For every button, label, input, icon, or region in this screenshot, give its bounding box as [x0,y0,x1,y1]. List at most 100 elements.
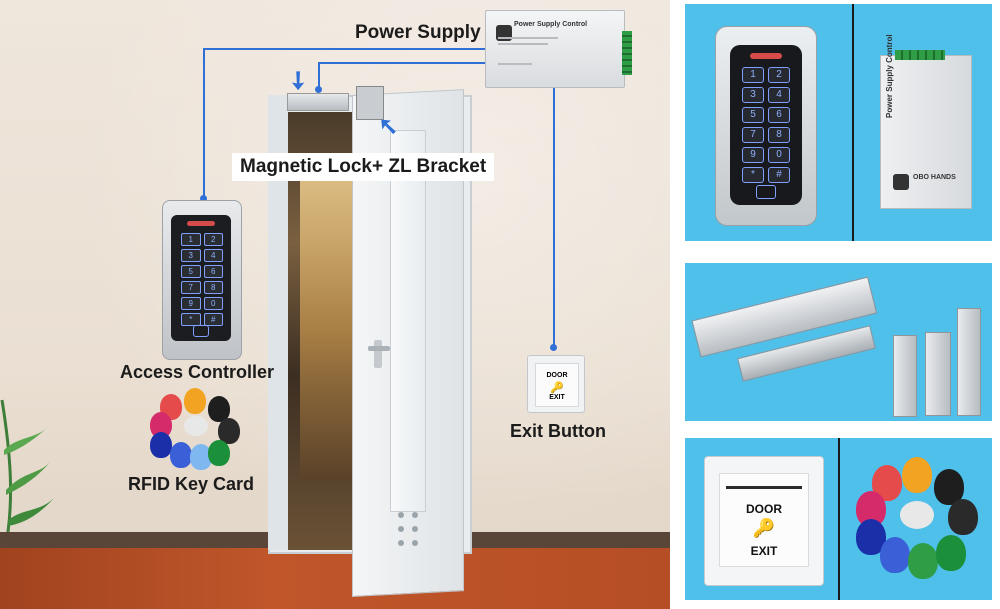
key: 8 [768,127,790,143]
rfid-tag-icon [936,535,966,571]
keypad-grid: 1 2 3 4 5 6 7 8 9 0 * # [181,233,223,326]
rfid-tag-icon [948,499,978,535]
rfid-tag-icon [880,537,910,573]
keypad-grid: 1 2 3 4 5 6 7 8 9 0 * # [742,67,790,183]
divider [852,4,854,241]
bell-icon [756,185,776,199]
exit-door-text: DOOR [746,502,782,516]
magnetic-lock [287,93,349,111]
key: * [742,167,764,183]
rfid-tag-icon [150,412,172,438]
wire-exit [553,86,555,350]
key: 4 [203,249,223,262]
key: 0 [203,297,223,310]
wire-top [203,48,485,50]
rfid-tag-icon [208,396,230,422]
rfid-tag-icon [908,543,938,579]
terminal-block [622,31,632,75]
key-ring-icon [900,501,934,529]
rfid-card-cluster [146,388,244,470]
key: * [181,313,201,326]
label-access-controller: Access Controller [120,362,275,382]
zl-bracket-piece [957,308,981,416]
wire-lock [318,62,485,64]
exit-button-pad: DOOR 🔑 EXIT [535,363,579,407]
installation-scene: Power Supply Control 1 2 3 4 5 6 7 8 9 0… [0,0,670,609]
hand-logo-icon [893,174,909,190]
key: # [768,167,790,183]
exit-exit-text: EXIT [549,394,565,401]
door-glass-panel [390,130,426,512]
status-led [750,53,782,59]
rfid-tag-icon [170,442,192,468]
psu-text-line [498,37,558,39]
terminal-block [895,50,945,60]
exit-button-device: DOOR 🔑 EXIT [527,355,585,413]
psu-title: Power Supply Control [514,21,588,28]
psu-brand: OBO HANDS [913,174,956,181]
key: 1 [742,67,764,83]
key: 4 [768,87,790,103]
plant-icon [0,399,54,550]
key: 9 [742,147,764,163]
zl-bracket-piece [893,335,917,417]
label-magnetic-lock: Magnetic Lock+ ZL Bracket [232,153,495,181]
key: 1 [181,233,201,246]
rfid-tag-icon [190,444,212,470]
key: 3 [742,87,764,103]
key: 9 [181,297,201,310]
key: 2 [768,67,790,83]
psu-title: Power Supply Control [885,34,894,118]
rfid-card-closeup [850,455,985,585]
key-icon: 🔑 [752,518,776,538]
rfid-tag-icon [184,388,206,414]
key-icon: 🔑 [550,382,564,394]
key: 6 [768,107,790,123]
label-exit-button: Exit Button [510,421,606,441]
power-supply-closeup: Power Supply Control OBO HANDS [880,34,972,209]
bell-icon [193,325,209,337]
door-frame-left [268,95,288,550]
psu-text-line [498,43,548,45]
key: 0 [768,147,790,163]
floor [0,548,670,609]
label-power-supply: Power Supply [355,22,481,43]
rfid-tag-icon [150,432,172,458]
key: 5 [181,265,201,278]
rfid-tag-icon [902,457,932,493]
wire-lock-down [318,62,320,90]
rfid-tag-icon [208,440,230,466]
divider [838,438,840,600]
key: 3 [181,249,201,262]
exit-button-pad: DOOR 🔑 EXIT [719,473,809,567]
door-handle-icon [368,340,390,368]
key: 5 [742,107,764,123]
key: 7 [181,281,201,294]
exit-stripe [726,486,802,489]
keypad-face: 1 2 3 4 5 6 7 8 9 0 * # [730,45,802,205]
key-ring-icon [184,416,208,436]
keypad-face: 1 2 3 4 5 6 7 8 9 0 * # [171,215,231,341]
zl-bracket-piece [925,332,951,416]
key: # [203,313,223,326]
wire-node [200,195,207,202]
rfid-tag-icon [218,418,240,444]
wire-node [550,344,557,351]
access-controller-keypad: 1 2 3 4 5 6 7 8 9 0 * # [162,200,242,360]
exit-door-text: DOOR [546,372,568,379]
status-led [187,221,215,226]
key: 2 [203,233,223,246]
door-vent-holes [398,512,430,552]
wire-node [315,86,322,93]
keypad-closeup: 1 2 3 4 5 6 7 8 9 0 * # [715,26,817,226]
key: 6 [203,265,223,278]
zl-bracket [356,86,384,120]
arrow-icon: ➚ [374,116,402,137]
label-rfid-key-card: RFID Key Card [128,474,255,494]
wire-keypad [203,48,205,200]
exit-exit-text: EXIT [750,544,778,558]
exit-button-closeup: DOOR 🔑 EXIT [704,456,824,586]
power-supply-unit: Power Supply Control [485,10,632,88]
key: 8 [203,281,223,294]
key: 7 [742,127,764,143]
